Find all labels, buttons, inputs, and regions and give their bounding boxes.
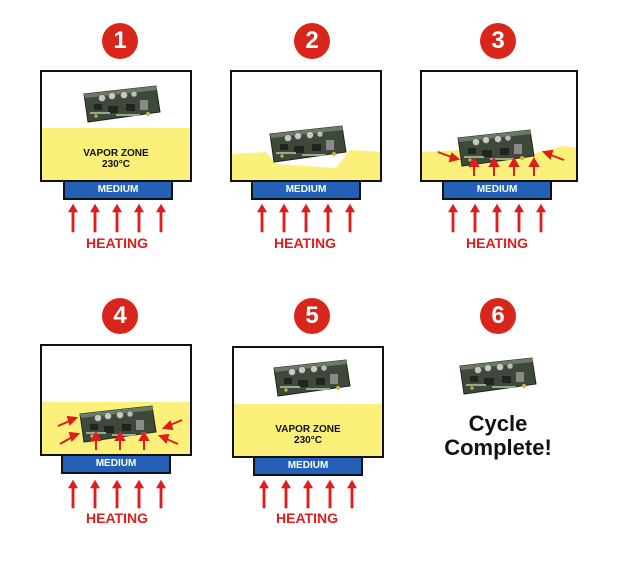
vapor-zone-temperature: 230°C: [102, 159, 130, 170]
heating-label: HEATING: [86, 235, 148, 251]
cycle-complete-line-1: Cycle: [468, 411, 528, 436]
vapor-zone: VAPOR ZONE 230°C: [42, 128, 190, 180]
vapor-tank: [420, 70, 578, 182]
circuit-board-icon: [82, 84, 162, 124]
vapor-tank: [230, 70, 382, 182]
vapor-zone-label: VAPOR ZONE: [275, 424, 341, 435]
step-2-panel: 2 MEDIUM HEATING: [222, 20, 412, 295]
heating-medium: MEDIUM: [63, 180, 173, 200]
heating-label: HEATING: [466, 235, 528, 251]
vapor-tank: VAPOR ZONE 230°C: [40, 70, 192, 182]
vapor-zone-temperature: 230°C: [294, 435, 322, 446]
step-4-panel: 4 MEDIUM HEATING: [30, 296, 220, 571]
heating-medium: MEDIUM: [442, 180, 552, 200]
vapor-condensation-arrows-icon: [437, 149, 565, 176]
step-number-badge: 1: [102, 23, 138, 59]
heat-arrows-icon: [259, 479, 357, 509]
step-5-panel: 5 VAPOR ZONE 230°C MEDIUM HEATING: [222, 296, 412, 571]
heat-arrows-icon: [68, 479, 166, 509]
step-1-panel: 1 VAPOR ZONE 230°C MEDIUM HEATING: [30, 20, 220, 295]
heating-medium: MEDIUM: [61, 454, 171, 474]
vapor-tank: VAPOR ZONE 230°C: [232, 346, 384, 458]
circuit-board-icon: [458, 356, 538, 396]
heating-label: HEATING: [274, 235, 336, 251]
heating-medium: MEDIUM: [251, 180, 361, 200]
step-number-badge: 4: [102, 298, 138, 334]
vapor-zone: [232, 150, 380, 180]
heating-label: HEATING: [276, 510, 338, 526]
vapor-condensation-arrows-icon: [57, 415, 183, 450]
step-number-badge: 6: [480, 298, 516, 334]
heat-arrows-icon: [448, 203, 546, 233]
step-number-badge: 5: [294, 298, 330, 334]
vapor-tank: [40, 344, 192, 456]
step-number-badge: 2: [294, 23, 330, 59]
step-6-panel: 6 Cycle Complete!: [414, 296, 604, 571]
circuit-board-icon: [268, 124, 348, 164]
heat-arrows-icon: [68, 203, 166, 233]
vapor-zone-label: VAPOR ZONE: [83, 148, 149, 159]
vapor-zone: VAPOR ZONE 230°C: [234, 404, 382, 456]
step-3-panel: 3 MEDIUM HEATING: [414, 20, 604, 295]
heating-medium: MEDIUM: [253, 456, 363, 476]
cycle-complete-line-2: Complete!: [444, 435, 552, 460]
heat-arrows-icon: [257, 203, 355, 233]
circuit-board-icon: [272, 358, 352, 398]
step-number-badge: 3: [480, 23, 516, 59]
heating-label: HEATING: [86, 510, 148, 526]
